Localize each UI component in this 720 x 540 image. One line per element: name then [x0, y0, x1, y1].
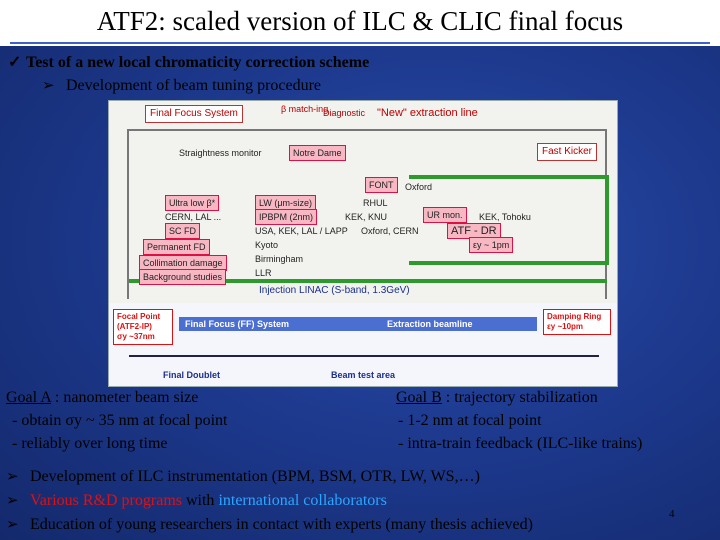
focal-point-box: Focal Point (ATF2-IP) σy ~37nm: [113, 309, 173, 345]
focal-point-label: Focal Point: [117, 312, 161, 321]
check-icon: ✓: [8, 54, 22, 71]
title-rule: [10, 42, 710, 44]
ff-system-bar: Final Focus (FF) System: [179, 317, 381, 331]
goal-a-item-2: - reliably over long time: [12, 435, 168, 452]
goal-b-item-1: - 1-2 nm at focal point: [398, 412, 542, 429]
goal-a-heading: Goal A : nanometer beam size: [6, 389, 198, 407]
goal-b-label: Goal B: [396, 389, 442, 406]
beamline-rail: [409, 261, 609, 265]
lbl-rhul: RHUL: [363, 198, 388, 208]
lbl-llr: LLR: [255, 268, 272, 278]
lbl-ipbpm: IPBPM (2nm): [255, 209, 318, 225]
beamline-rail: [409, 175, 609, 179]
bullet-1a: ➢ Development of beam tuning procedure: [42, 76, 321, 95]
map-wall: [127, 129, 607, 131]
lbl-cern-lal: CERN, LAL ...: [165, 212, 222, 222]
arrow-bullet-icon: ➢: [42, 78, 55, 94]
beamline-rail: [129, 279, 607, 283]
goal-b-text: : trajectory stabilization: [441, 389, 598, 406]
lbl-ultra-low: Ultra low β*: [165, 195, 220, 211]
lbl-sc-fd: SC FD: [165, 223, 200, 239]
lbl-background: Background studies: [139, 269, 227, 285]
hdr-beta-matching: β match-ing: [281, 104, 329, 114]
beamline-rail: [605, 175, 609, 265]
bullet-rd: ➢ Various R&D programs with international…: [6, 491, 387, 510]
bullet-rd-blue: international collaborators: [218, 492, 387, 509]
arrow-bullet-icon: ➢: [6, 493, 19, 509]
lbl-oxford-cern: Oxford, CERN: [361, 226, 419, 236]
facility-map: Final Focus System β match-ing Diagnosti…: [109, 101, 617, 303]
title-band: [0, 0, 720, 46]
lbl-straightness: Straightness monitor: [179, 148, 262, 158]
goal-b-heading: Goal B : trajectory stabilization: [396, 389, 598, 407]
damping-ring-box: Damping Ring εy ~10pm: [543, 309, 611, 335]
goal-a-label: Goal A: [6, 389, 51, 406]
lbl-kek-knu: KEK, KNU: [345, 212, 388, 222]
lbl-usa-kek: USA, KEK, LAL / LAPP: [255, 226, 348, 236]
lbl-kyoto: Kyoto: [255, 240, 279, 250]
atf2-ip-label: (ATF2-IP): [117, 322, 152, 331]
sigma-label: σy ~37nm: [117, 332, 155, 341]
bullet-1a-text: Development of beam tuning procedure: [66, 77, 322, 94]
bullet-1: ✓Test of a new local chromaticity correc…: [8, 52, 369, 72]
arrow-bullet-icon: ➢: [6, 517, 19, 533]
lbl-notre-dame: Notre Dame: [289, 145, 346, 161]
bullet-rd-mid: with: [181, 492, 219, 509]
lbl-injection: Injection LINAC (S-band, 1.3GeV): [259, 285, 410, 296]
hdr-new-extraction: "New" extraction line: [377, 107, 478, 119]
lbl-kek-tohoku: KEK, Tohoku: [479, 212, 531, 222]
atf2-diagram: Final Focus System β match-ing Diagnosti…: [108, 100, 618, 387]
lbl-emit: εy ~ 1pm: [469, 237, 514, 253]
damping-ring-label: Damping Ring: [547, 312, 602, 321]
bullet-rd-red: Various R&D programs: [30, 492, 182, 509]
extraction-bar: Extraction beamline: [381, 317, 537, 331]
bullet-edu: ➢ Education of young researchers in conta…: [6, 515, 533, 534]
damping-emit-label: εy ~10pm: [547, 322, 584, 331]
bullet-edu-text: Education of young researchers in contac…: [30, 516, 533, 533]
beamline-axis: [129, 355, 599, 357]
final-doublet-label: Final Doublet: [163, 370, 220, 380]
bullet-dev: ➢ Development of ILC instrumentation (BPM…: [6, 467, 480, 486]
lbl-birmingham: Birmingham: [255, 254, 304, 264]
lbl-font: FONT: [365, 177, 398, 193]
goal-b-item-2: - intra-train feedback (ILC-like trains): [398, 435, 643, 452]
slide-title: ATF2: scaled version of ILC & CLIC final…: [96, 6, 624, 36]
lbl-oxford: Oxford: [405, 182, 433, 192]
goal-a-item-1: - obtain σy ~ 35 nm at focal point: [12, 412, 228, 429]
page-number: 4: [669, 508, 675, 520]
lbl-ur-mon: UR mon.: [423, 207, 467, 223]
bullet-dev-text: Development of ILC instrumentation (BPM,…: [30, 468, 480, 485]
hdr-diagnostic: Diagnostic: [323, 108, 366, 118]
arrow-bullet-icon: ➢: [6, 469, 19, 485]
hdr-fast-kicker: Fast Kicker: [537, 143, 598, 161]
map-wall: [127, 129, 129, 299]
beam-test-area-label: Beam test area: [331, 370, 396, 380]
bullet-1-text: Test of a new local chromaticity correct…: [26, 54, 370, 71]
lbl-permanent-fd: Permanent FD: [143, 239, 210, 255]
hdr-final-focus: Final Focus System: [145, 105, 243, 123]
goal-a-text: : nanometer beam size: [50, 389, 199, 406]
beamline-schematic: Focal Point (ATF2-IP) σy ~37nm Final Foc…: [109, 303, 617, 386]
